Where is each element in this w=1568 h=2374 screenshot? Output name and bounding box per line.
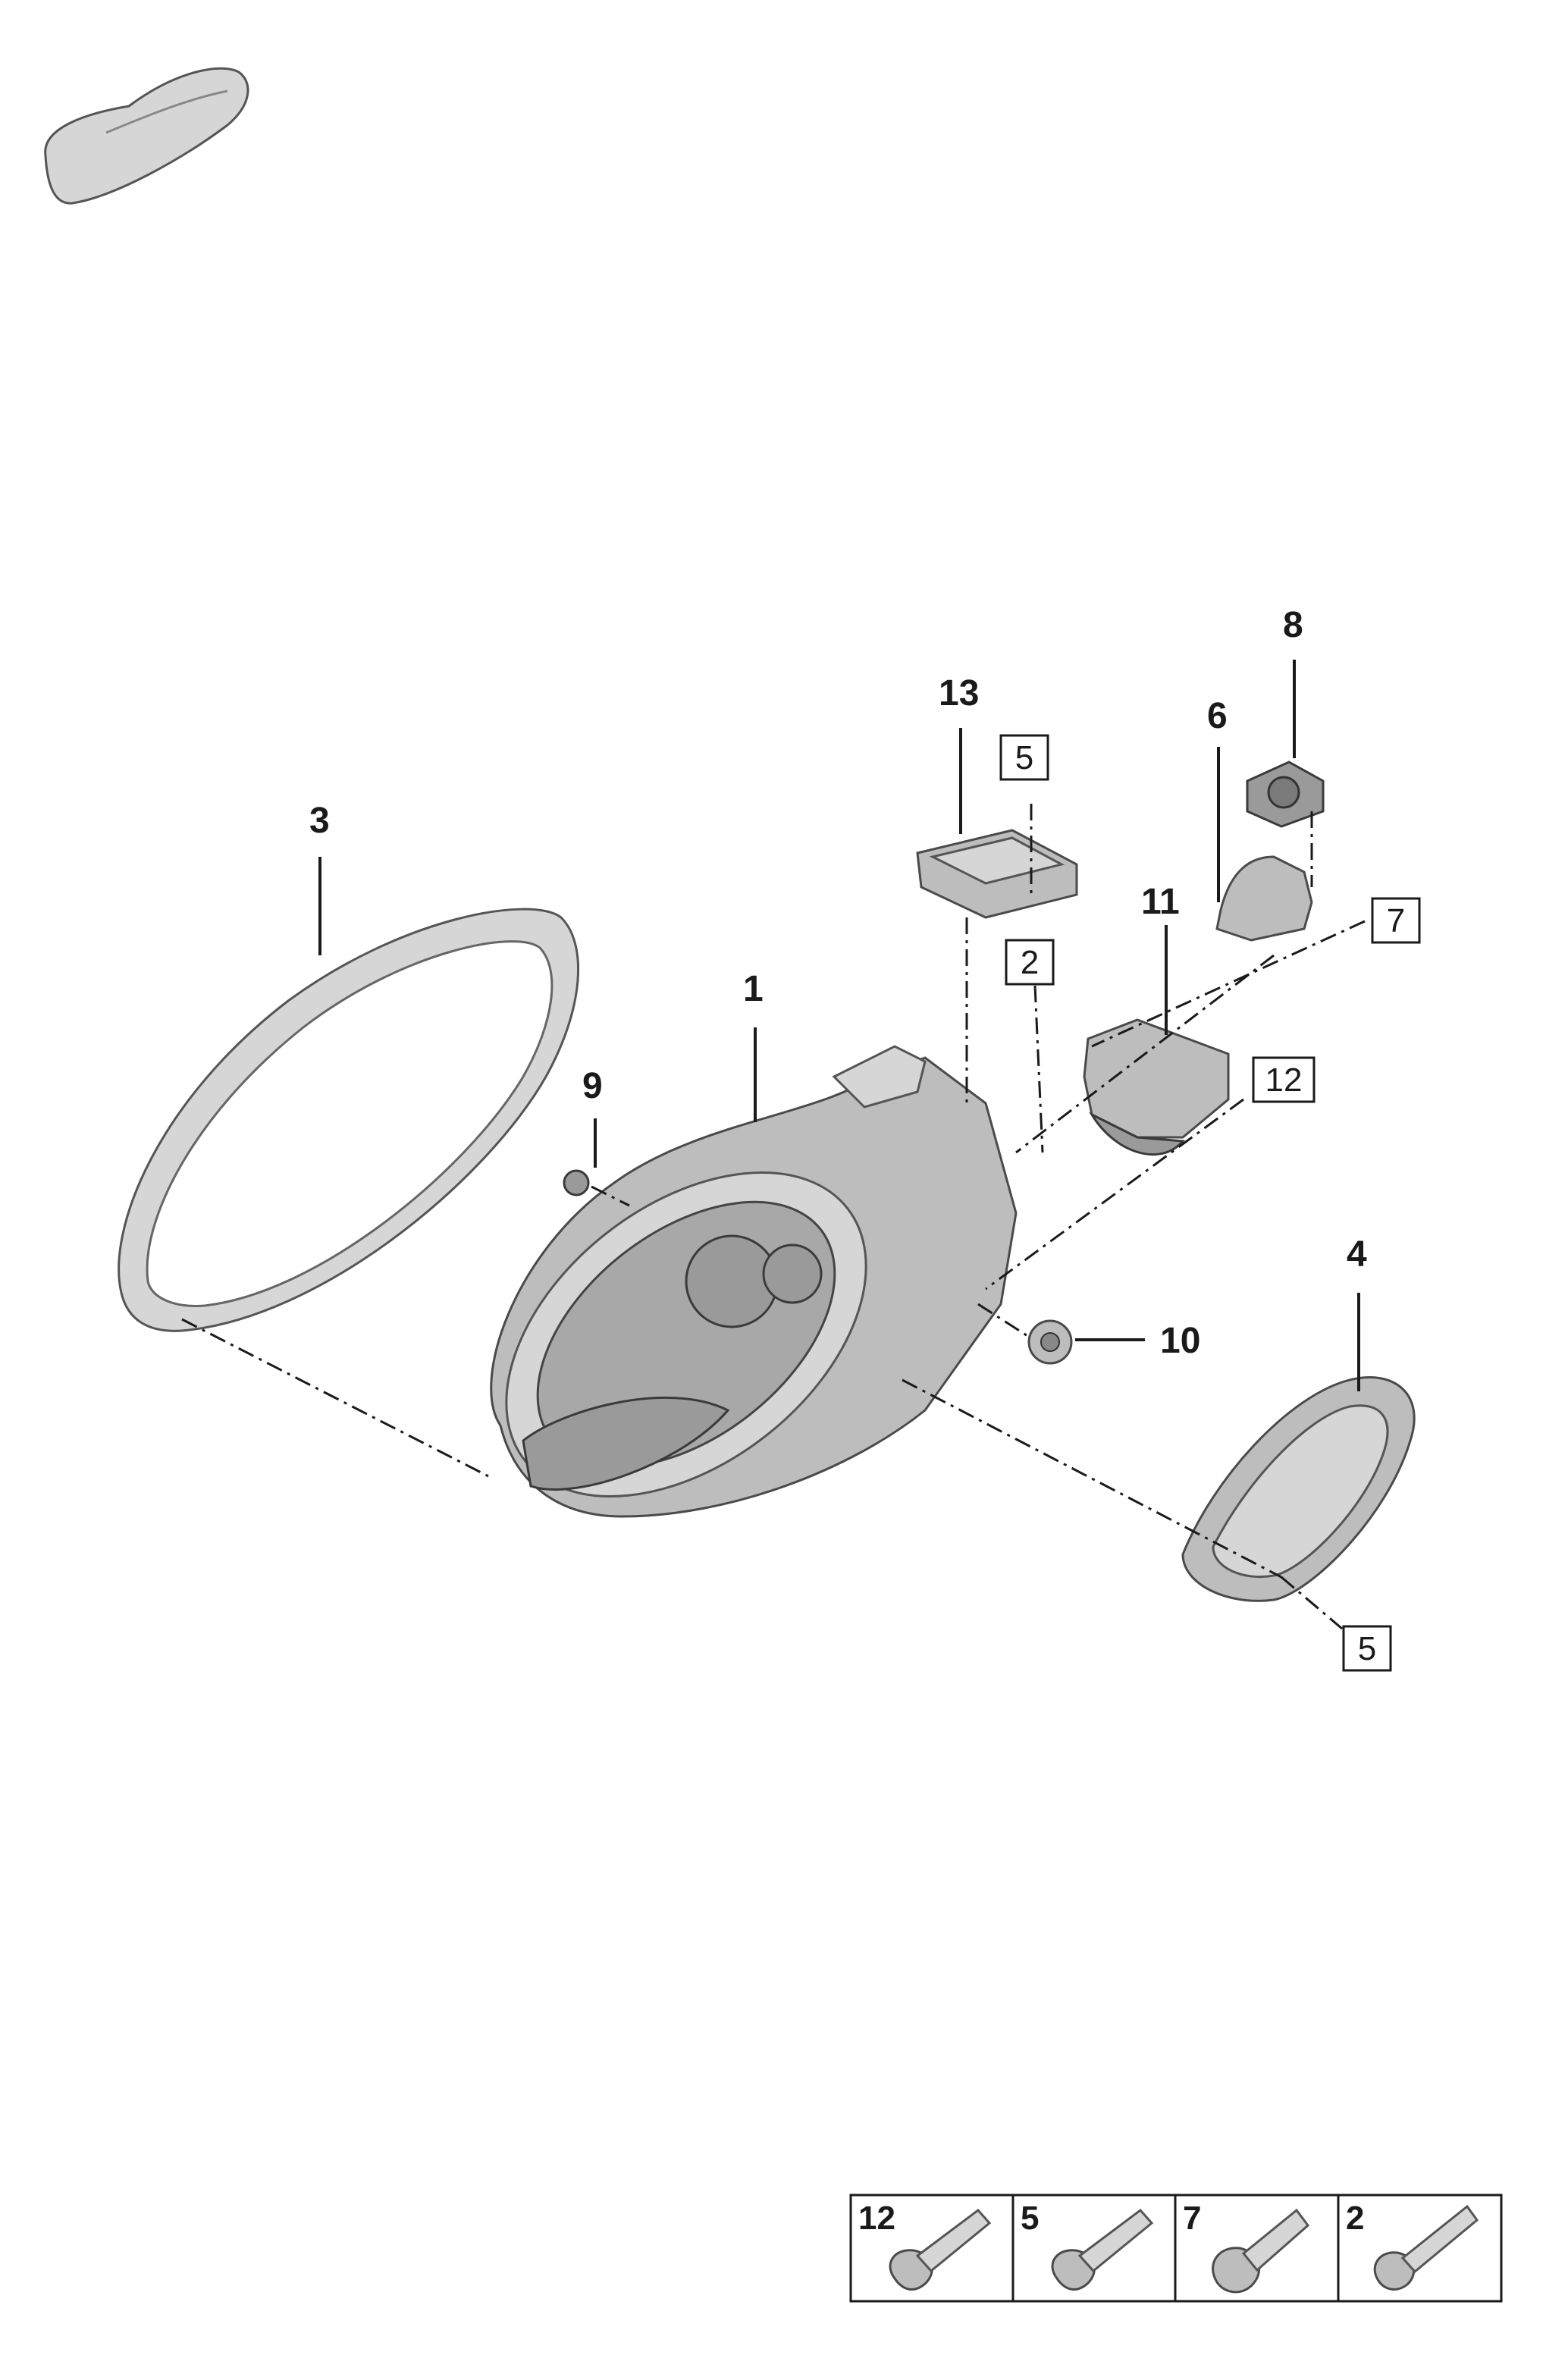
svg-text:7: 7 bbox=[1183, 2200, 1201, 2237]
svg-text:5: 5 bbox=[1021, 2200, 1039, 2237]
svg-text:7: 7 bbox=[1387, 902, 1405, 939]
callout-9: 9 bbox=[582, 1066, 603, 1106]
boxed-ref-12: 12 bbox=[1252, 1056, 1316, 1103]
callout-11: 11 bbox=[1141, 882, 1180, 922]
rear-cover bbox=[1181, 1376, 1416, 1602]
control-module bbox=[916, 829, 1078, 919]
svg-text:12: 12 bbox=[1265, 1062, 1303, 1099]
fan bbox=[1246, 760, 1325, 828]
bulb-cap bbox=[1027, 1319, 1073, 1365]
assembly-lines bbox=[181, 804, 1366, 1630]
boxed-ref-5-bottom: 5 bbox=[1342, 1625, 1392, 1672]
headlight-housing bbox=[490, 1045, 1018, 1518]
legend-cell-2: 2 bbox=[1346, 2200, 1479, 2291]
callout-13: 13 bbox=[939, 673, 979, 713]
callout-4: 4 bbox=[1347, 1234, 1367, 1275]
bracket bbox=[1215, 855, 1313, 942]
car-thumbnail-icon bbox=[44, 67, 249, 205]
boxed-ref-2: 2 bbox=[1005, 939, 1055, 986]
boxed-ref-5-top: 5 bbox=[999, 734, 1049, 781]
callout-6: 6 bbox=[1207, 696, 1228, 736]
nut bbox=[563, 1169, 590, 1196]
legend-cell-5: 5 bbox=[1021, 2200, 1154, 2291]
callout-10: 10 bbox=[1160, 1321, 1200, 1361]
bolt-icon bbox=[1212, 2208, 1310, 2294]
fastener-legend: 12 5 7 2 bbox=[849, 2194, 1503, 2303]
callout-1: 1 bbox=[743, 969, 764, 1009]
legend-cell-12: 12 bbox=[858, 2200, 992, 2291]
screw-icon bbox=[889, 2208, 992, 2291]
led-module bbox=[1083, 1018, 1230, 1156]
callout-3: 3 bbox=[309, 801, 330, 841]
svg-text:5: 5 bbox=[1015, 739, 1033, 776]
svg-text:12: 12 bbox=[858, 2200, 895, 2237]
callout-8: 8 bbox=[1283, 605, 1303, 645]
legend-cell-7: 7 bbox=[1183, 2200, 1310, 2294]
svg-text:5: 5 bbox=[1358, 1630, 1376, 1667]
leader-lines bbox=[318, 660, 1360, 1391]
svg-text:2: 2 bbox=[1346, 2200, 1364, 2237]
boxed-ref-7: 7 bbox=[1371, 897, 1421, 944]
bolt-icon bbox=[1373, 2204, 1479, 2291]
headlight-seal-ring bbox=[118, 908, 580, 1332]
screw-icon bbox=[1051, 2208, 1154, 2291]
svg-text:2: 2 bbox=[1021, 944, 1039, 981]
